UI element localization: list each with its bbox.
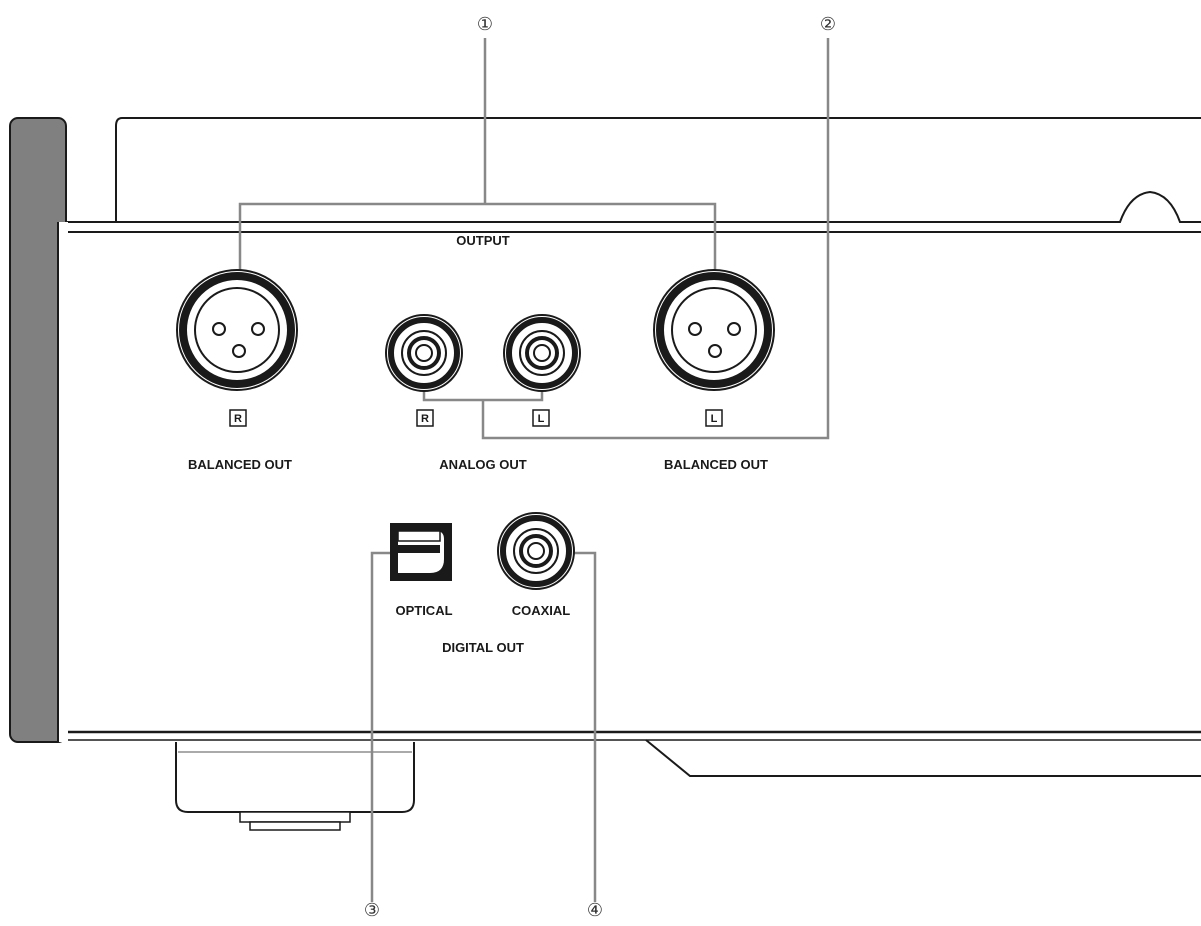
callout-4: ④ — [587, 900, 603, 921]
chassis — [9, 117, 1201, 777]
channel-mark-analog-l: L — [532, 409, 550, 427]
svg-text:R: R — [234, 413, 242, 425]
optical-jack[interactable] — [390, 523, 452, 581]
channel-mark-balanced-l: L — [705, 409, 723, 427]
analog-out-label: ANALOG OUT — [439, 457, 526, 472]
svg-text:L: L — [711, 413, 718, 425]
balanced-out-r-jack[interactable] — [176, 269, 298, 391]
callout-numbers: ① ② ③ ④ — [364, 14, 836, 921]
optical-label: OPTICAL — [395, 603, 452, 618]
output-label: OUTPUT — [456, 233, 510, 248]
callout-3: ③ — [364, 900, 380, 921]
coaxial-jack[interactable] — [497, 512, 575, 590]
digital-out-label: DIGITAL OUT — [442, 640, 524, 655]
analog-out-l-jack[interactable] — [503, 314, 581, 392]
channel-mark-balanced-r: R — [229, 409, 247, 427]
foot — [175, 742, 415, 831]
analog-out-r-jack[interactable] — [385, 314, 463, 392]
callout-2: ② — [820, 14, 836, 35]
channel-mark-analog-r: R — [416, 409, 434, 427]
balanced-out-r-label: BALANCED OUT — [188, 457, 292, 472]
svg-text:R: R — [421, 413, 429, 425]
callout-1: ① — [477, 14, 493, 35]
svg-text:L: L — [538, 413, 545, 425]
callout-lines — [238, 38, 830, 902]
balanced-out-l-jack[interactable] — [653, 269, 775, 391]
balanced-out-l-label: BALANCED OUT — [664, 457, 768, 472]
coaxial-label: COAXIAL — [512, 603, 571, 618]
